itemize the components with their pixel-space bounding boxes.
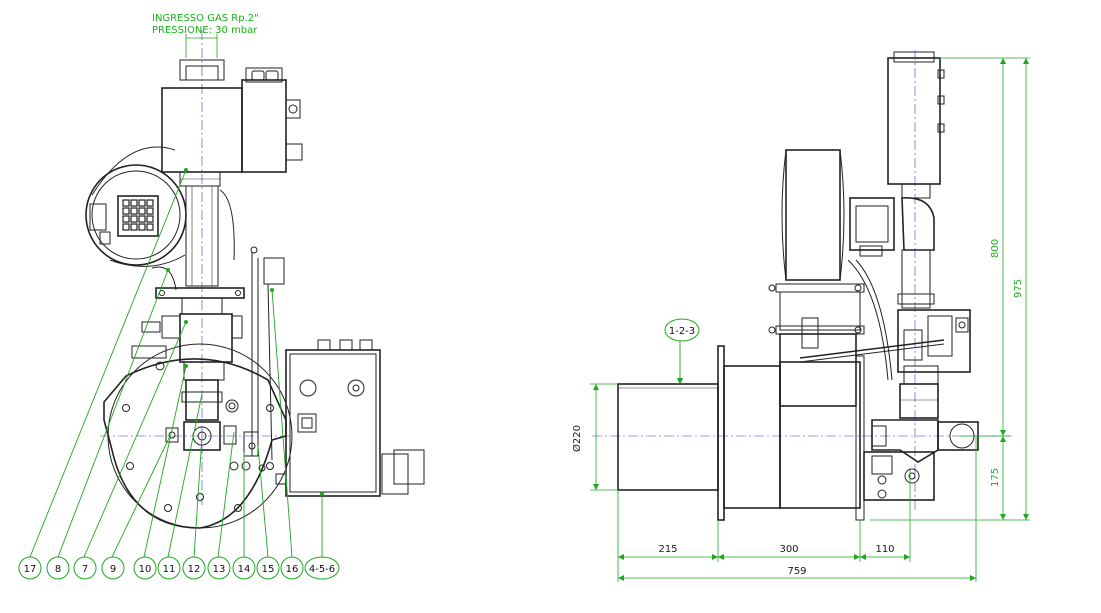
balloon-1-2-3: 1-2-3 (664, 318, 700, 342)
gas-regulator-side (897, 309, 971, 373)
burner-housing (779, 361, 861, 509)
gas-inlet-line1: INGRESSO GAS Rp.2" (152, 13, 259, 24)
dim-diameter: Ø220 (571, 425, 583, 452)
dim-759: 759 (787, 566, 806, 577)
svg-text:16: 16 (286, 564, 299, 575)
dim-110: 110 (875, 544, 894, 555)
svg-text:7: 7 (82, 564, 88, 575)
balloon-16: 16 (280, 556, 304, 580)
balloon-4-5-6: 4-5-6 (304, 556, 340, 580)
mounting-flange (103, 358, 287, 529)
switch-icon (297, 413, 317, 433)
svg-text:17: 17 (24, 564, 37, 575)
svg-text:8: 8 (55, 564, 61, 575)
balloon-14: 14 (232, 556, 256, 580)
svg-text:11: 11 (163, 564, 176, 575)
svg-text:12: 12 (188, 564, 201, 575)
dim-175: 175 (990, 468, 1001, 487)
svg-text:13: 13 (213, 564, 226, 575)
balloon-9: 9 (101, 556, 125, 580)
main-gas-valve (871, 419, 939, 463)
dim-800: 800 (990, 239, 1001, 258)
svg-text:10: 10 (139, 564, 152, 575)
balloon-17: 17 (18, 556, 42, 580)
svg-text:14: 14 (238, 564, 251, 575)
gas-pipe (185, 185, 219, 287)
balloon-10: 10 (133, 556, 157, 580)
blast-tube (617, 383, 719, 491)
dim-300: 300 (779, 544, 798, 555)
dim-215: 215 (658, 544, 677, 555)
svg-text:15: 15 (262, 564, 275, 575)
front-plate (717, 345, 725, 521)
side-view: 1-2-3 Ø220 800 175 975 (571, 50, 1030, 582)
balloon-11: 11 (157, 556, 181, 580)
svg-text:9: 9 (110, 564, 116, 575)
svg-text:1-2-3: 1-2-3 (669, 326, 695, 337)
balloon-8: 8 (46, 556, 70, 580)
balloon-15: 15 (256, 556, 280, 580)
gas-inlet-line2: PRESSIONE: 30 mbar (152, 25, 258, 36)
fan-housing (85, 164, 187, 266)
fan-motor (785, 149, 841, 281)
balloon-13: 13 (207, 556, 231, 580)
front-view: INGRESSO GAS Rp.2" PRESSIONE: 30 mbar (18, 13, 425, 580)
reset-button-icon (347, 379, 365, 397)
control-box (285, 349, 381, 497)
dim-975: 975 (1013, 279, 1024, 298)
balloon-7: 7 (73, 556, 97, 580)
svg-text:4-5-6: 4-5-6 (309, 564, 335, 575)
indicator-lamp (299, 379, 317, 397)
gas-valve (887, 57, 941, 185)
motor-grille (117, 195, 159, 237)
balloon-12: 12 (182, 556, 206, 580)
